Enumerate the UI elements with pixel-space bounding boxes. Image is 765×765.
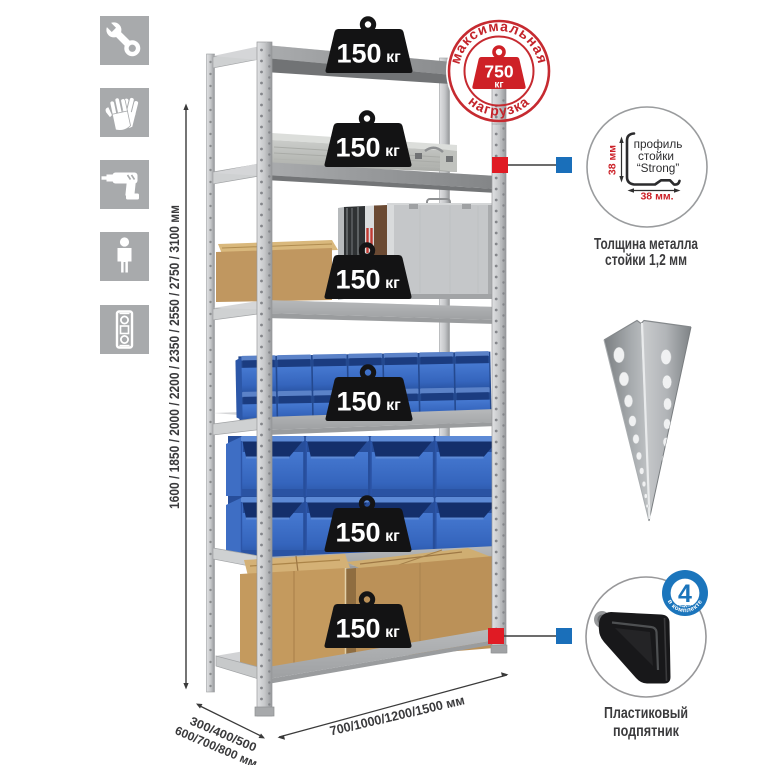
svg-text:Толщина металла: Толщина металла: [594, 236, 698, 253]
svg-text:кг: кг: [386, 397, 401, 414]
svg-text:штуки: штуки: [678, 604, 692, 609]
svg-text:38 мм.: 38 мм.: [640, 191, 673, 203]
svg-text:кг: кг: [385, 528, 400, 545]
svg-text:750: 750: [484, 62, 513, 82]
svg-text:150: 150: [335, 133, 380, 163]
svg-text:4: 4: [678, 580, 692, 608]
svg-text:150: 150: [335, 265, 380, 295]
svg-text:кг: кг: [494, 80, 503, 91]
svg-text:150: 150: [336, 387, 381, 417]
svg-text:38 мм: 38 мм: [607, 145, 619, 175]
svg-text:“Strong”: “Strong”: [637, 161, 680, 175]
svg-text:стойки 1,2 мм: стойки 1,2 мм: [605, 252, 687, 269]
svg-text:150: 150: [335, 614, 380, 644]
svg-text:профиль: профиль: [634, 137, 683, 151]
svg-text:кг: кг: [385, 275, 400, 292]
svg-text:Пластиковый: Пластиковый: [604, 705, 688, 722]
svg-text:1600 / 1850 / 2000 / 2200 / 23: 1600 / 1850 / 2000 / 2200 / 2350 / 2550 …: [167, 205, 183, 509]
svg-text:кг: кг: [386, 49, 401, 66]
svg-text:150: 150: [336, 39, 381, 69]
svg-text:кг: кг: [385, 143, 400, 160]
svg-text:стойки: стойки: [638, 149, 674, 163]
svg-text:150: 150: [335, 518, 380, 548]
svg-text:кг: кг: [385, 624, 400, 641]
svg-text:подпятник: подпятник: [613, 723, 680, 740]
